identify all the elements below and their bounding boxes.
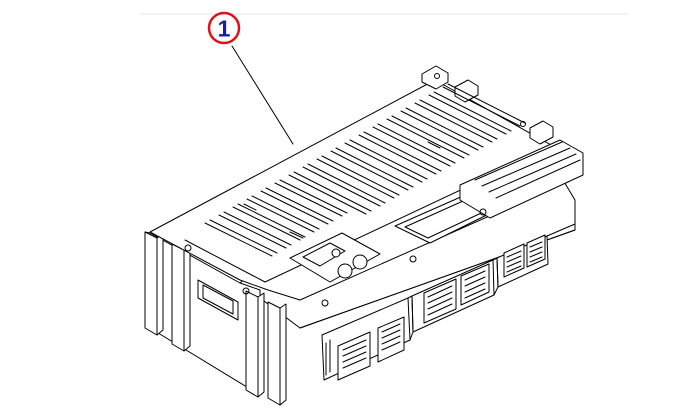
indicator-lamp-2 (352, 254, 368, 270)
corner-screws (184, 208, 487, 307)
callout-number: 1 (218, 16, 231, 42)
status-indicator-panel (289, 232, 381, 283)
top-heatsink-grooves (204, 83, 526, 257)
harness-connector-3 (496, 234, 549, 288)
indicator-lamp-3 (331, 248, 341, 258)
side-label-plate (197, 279, 239, 321)
callout-circle (207, 11, 241, 45)
harness-connector-2 (411, 259, 495, 333)
callout-marker[interactable]: 1 (207, 11, 241, 45)
indicator-lamp-1 (337, 263, 353, 279)
right-raised-section (459, 139, 584, 219)
callout-leader-line (231, 45, 294, 145)
connector-bay-dividers (407, 223, 576, 341)
top-front-rim (184, 154, 536, 283)
top-small-markings (243, 141, 441, 239)
harness-connector-1 (321, 297, 411, 381)
controller-unit (144, 65, 584, 406)
